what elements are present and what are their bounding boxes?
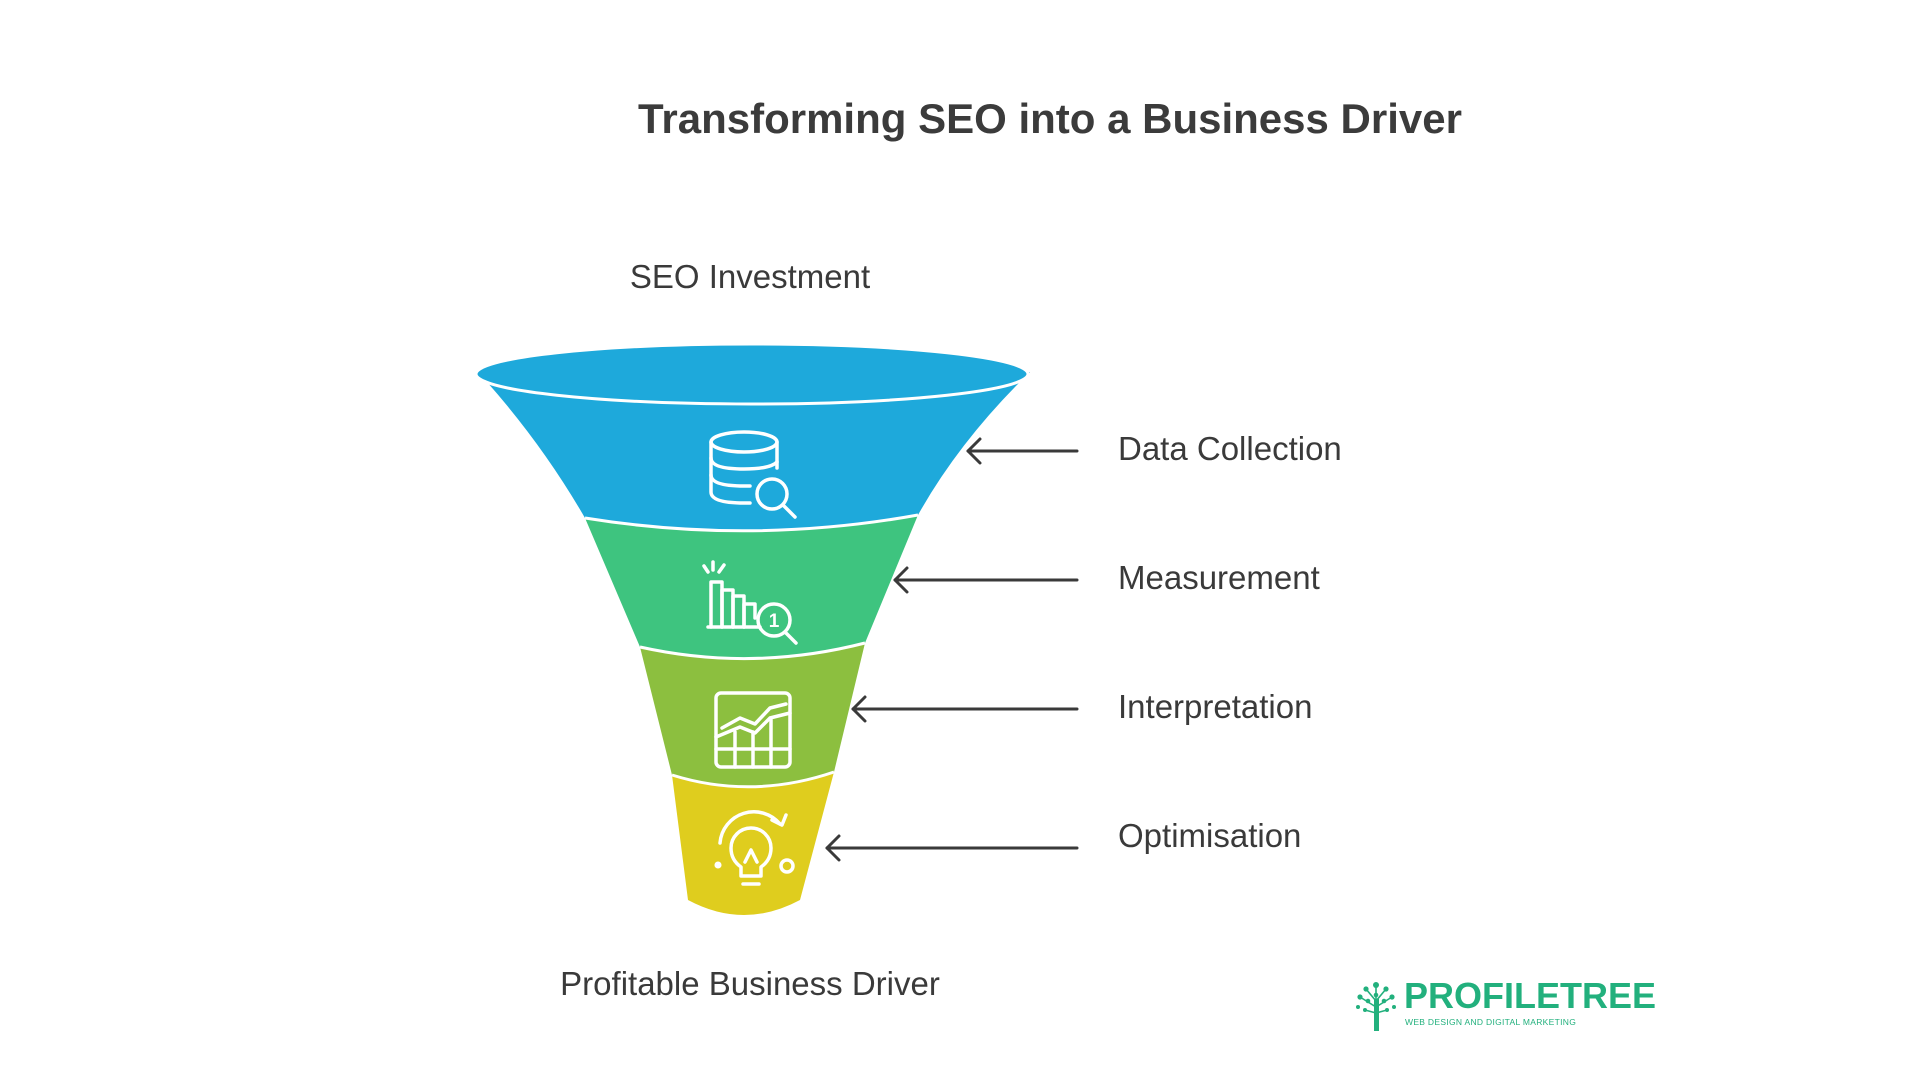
stage-label-optimisation: Optimisation xyxy=(1118,817,1302,854)
stage-label-data-collection: Data Collection xyxy=(1118,430,1342,467)
funnel-segment-optimisation xyxy=(672,772,834,915)
diagram-title: Transforming SEO into a Business Driver xyxy=(638,95,1462,142)
funnel-segment-interpretation xyxy=(640,643,865,787)
funnel-rim xyxy=(474,342,1030,406)
funnel-segment-measurement xyxy=(585,515,918,659)
logo-wordmark: PROFILETREE xyxy=(1404,975,1657,1016)
arrow-interpretation xyxy=(851,695,1079,723)
logo-tagline: WEB DESIGN AND DIGITAL MARKETING xyxy=(1405,1017,1577,1027)
funnel-bottom-label: Profitable Business Driver xyxy=(560,965,940,1002)
svg-text:1: 1 xyxy=(769,611,780,632)
grid-line-chart-icon xyxy=(714,691,792,769)
arrow-data-collection xyxy=(966,437,1079,465)
stage-label-measurement: Measurement xyxy=(1118,559,1320,596)
lightbulb-refresh-icon xyxy=(714,810,795,886)
stage-label-interpretation: Interpretation xyxy=(1118,688,1313,725)
database-search-icon xyxy=(709,430,797,519)
arrow-optimisation xyxy=(825,834,1079,862)
bar-chart-magnifier-icon: 1 xyxy=(702,560,798,645)
funnel-top-label: SEO Investment xyxy=(629,258,871,295)
profiletree-logo: PROFILETREE WEB DESIGN AND DIGITAL MARKE… xyxy=(1352,975,1656,1035)
arrow-measurement xyxy=(893,566,1079,594)
tree-icon xyxy=(1356,982,1396,1031)
